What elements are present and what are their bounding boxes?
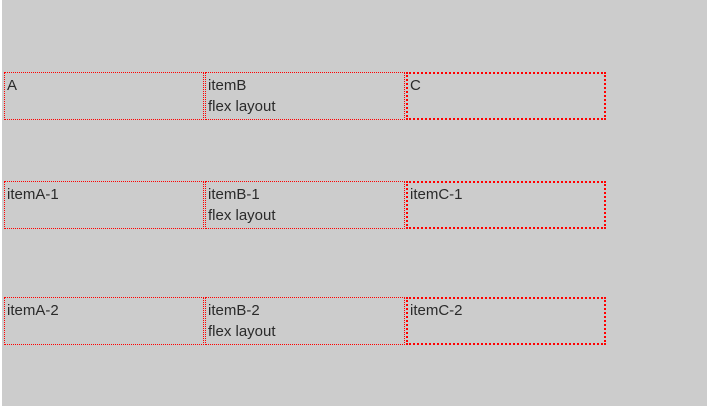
item-text-line: itemC-2 (410, 302, 463, 319)
browser-viewport: A itemB flex layout C itemA-1 itemB-1 fl… (2, 0, 707, 406)
flex-row: A itemB flex layout C (4, 72, 606, 120)
item-text-line: flex layout (208, 98, 276, 115)
item-text-line: itemB (208, 77, 247, 94)
flex-item-a: A (4, 72, 204, 120)
flex-item-b: itemB flex layout (205, 72, 405, 120)
flex-row: itemA-2 itemB-2 flex layout itemC-2 (4, 297, 606, 345)
flex-item-a: itemA-2 (4, 297, 204, 345)
item-text-line: itemA-1 (7, 186, 59, 203)
item-text-line: flex layout (208, 323, 276, 340)
item-text-line: flex layout (208, 207, 276, 224)
item-text-line: itemB-2 (208, 302, 260, 319)
flex-item-b: itemB-1 flex layout (205, 181, 405, 229)
flex-item-c: C (406, 72, 606, 120)
item-text-line: itemA-2 (7, 302, 59, 319)
flex-item-a: itemA-1 (4, 181, 204, 229)
item-text-line: itemB-1 (208, 186, 260, 203)
item-text-line: itemC-1 (410, 186, 463, 203)
item-text-line: A (7, 77, 18, 94)
item-text-line: C (410, 77, 421, 94)
flex-item-c: itemC-2 (406, 297, 606, 345)
flex-item-b: itemB-2 flex layout (205, 297, 405, 345)
flex-row: itemA-1 itemB-1 flex layout itemC-1 (4, 181, 606, 229)
flex-item-c: itemC-1 (406, 181, 606, 229)
